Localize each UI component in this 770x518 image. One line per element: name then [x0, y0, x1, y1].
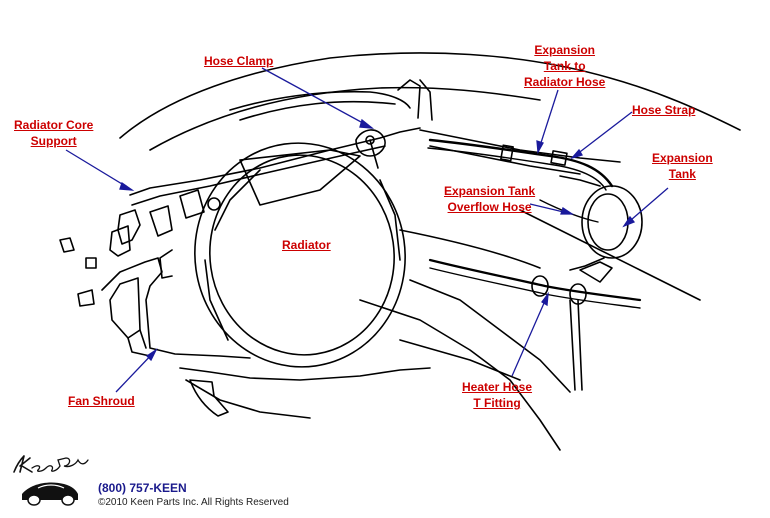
copyright-notice: ©2010 Keen Parts Inc. All Rights Reserve… — [98, 497, 289, 508]
tank-to-radiator-hose — [428, 138, 614, 188]
core-support-outline — [129, 127, 421, 196]
leader-expansion-tank-to-radiator-hose — [537, 89, 559, 153]
label-expansion-tank-to-radiator-hose[interactable]: Expansion Tank to Radiator Hose — [524, 43, 606, 89]
label-fan-shroud[interactable]: Fan Shroud — [68, 394, 135, 408]
label-heater-hose-t-fitting[interactable]: Heater Hose T Fitting — [462, 380, 533, 410]
fan-shroud-outline — [101, 257, 251, 359]
leader-hose-clamp — [261, 67, 373, 129]
label-radiator[interactable]: Radiator — [282, 238, 331, 252]
leader-heater-hose-t-fitting — [511, 293, 549, 377]
cowl-line — [229, 90, 411, 111]
label-hose-strap[interactable]: Hose Strap — [632, 103, 696, 117]
label-expansion-tank[interactable]: Expansion Tank — [652, 151, 713, 181]
hood-inner-line — [149, 86, 541, 151]
hood-outline — [119, 52, 741, 139]
phone-number[interactable]: (800) 757-KEEN — [98, 481, 187, 495]
label-hose-clamp[interactable]: Hose Clamp — [204, 54, 274, 68]
leader-hose-strap — [571, 111, 633, 159]
radiator-ring-outer — [194, 142, 406, 368]
keen-parts-logo — [13, 455, 89, 506]
heater-hose — [428, 258, 642, 302]
label-expansion-tank-overflow-hose[interactable]: Expansion Tank Overflow Hose — [444, 184, 536, 214]
leader-radiator-core-support — [65, 149, 133, 191]
label-radiator-core-support[interactable]: Radiator Core Support — [14, 118, 94, 148]
